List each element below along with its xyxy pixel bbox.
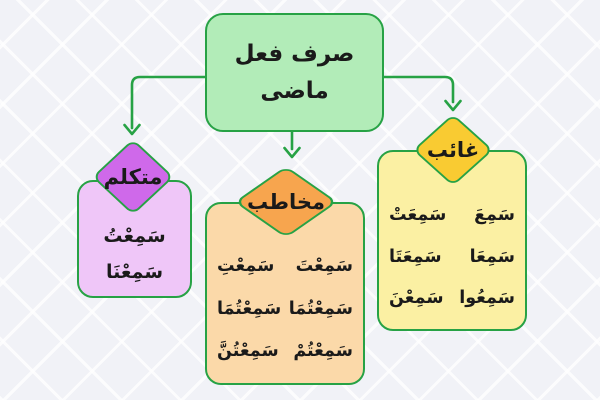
conjugation-row: سَمِعْتُمْ سَمِعْتُنَّ xyxy=(207,341,363,361)
conjugation-word: سَمِعْتُمَا xyxy=(288,298,353,319)
conjugation-word: سَمِعْتَ xyxy=(295,256,353,277)
connector-left xyxy=(130,75,207,130)
conjugation-row: سَمِعُوا سَمِعْنَ xyxy=(379,288,525,308)
conjugation-word: سَمِعَتْ xyxy=(389,205,447,226)
mutakallim-diamond: متكلم xyxy=(91,138,175,216)
arrow-down-icon xyxy=(123,123,141,136)
conjugation-word: سَمِعَتَا xyxy=(389,246,442,267)
mukhatab-diamond: مخاطب xyxy=(234,165,338,239)
conjugation-word: سَمِعْنَا xyxy=(105,260,164,283)
conjugation-word: سَمِعْنَ xyxy=(389,287,444,308)
title-line-2: ماضى xyxy=(260,77,329,104)
conjugation-row: سَمِعْنَا xyxy=(79,261,190,283)
connector-right xyxy=(378,75,455,104)
root-node-past-tense-conjugation: صرف فعل ماضى xyxy=(205,13,384,132)
conjugation-row: سَمِعْتُمَا سَمِعْتُمَا xyxy=(207,299,363,319)
ghaib-diamond: غائب xyxy=(412,113,494,187)
conjugation-word: سَمِعْتُمَا xyxy=(217,298,282,319)
conjugation-row: سَمِعَ سَمِعَتْ xyxy=(379,205,525,225)
mukhatab-label: مخاطب xyxy=(246,190,326,214)
conjugation-word: سَمِعَا xyxy=(469,246,515,267)
conjugation-word: سَمِعْتِ xyxy=(217,256,275,277)
title-line-1: صرف فعل xyxy=(234,40,355,67)
conjugation-word: سَمِعَ xyxy=(474,205,515,226)
mutakallim-box: سَمِعْتُ سَمِعْنَا xyxy=(77,180,192,298)
conjugation-word: سَمِعْتُنَّ xyxy=(217,340,279,361)
conjugation-row: سَمِعْتَ سَمِعْتِ xyxy=(207,256,363,276)
mutakallim-label: متكلم xyxy=(103,165,163,189)
conjugation-row: سَمِعْتُ xyxy=(79,225,190,247)
arrow-down-icon xyxy=(283,146,301,159)
ghaib-label: غائب xyxy=(426,138,480,162)
arrow-down-icon xyxy=(444,99,462,112)
ghaib-box: سَمِعَ سَمِعَتْ سَمِعَا سَمِعَتَا سَمِعُ… xyxy=(377,150,527,331)
conjugation-word: سَمِعُوا xyxy=(459,287,515,308)
conjugation-word: سَمِعْتُمْ xyxy=(293,340,353,361)
conjugation-row: سَمِعَا سَمِعَتَا xyxy=(379,247,525,267)
conjugation-word: سَمِعْتُ xyxy=(103,225,166,248)
